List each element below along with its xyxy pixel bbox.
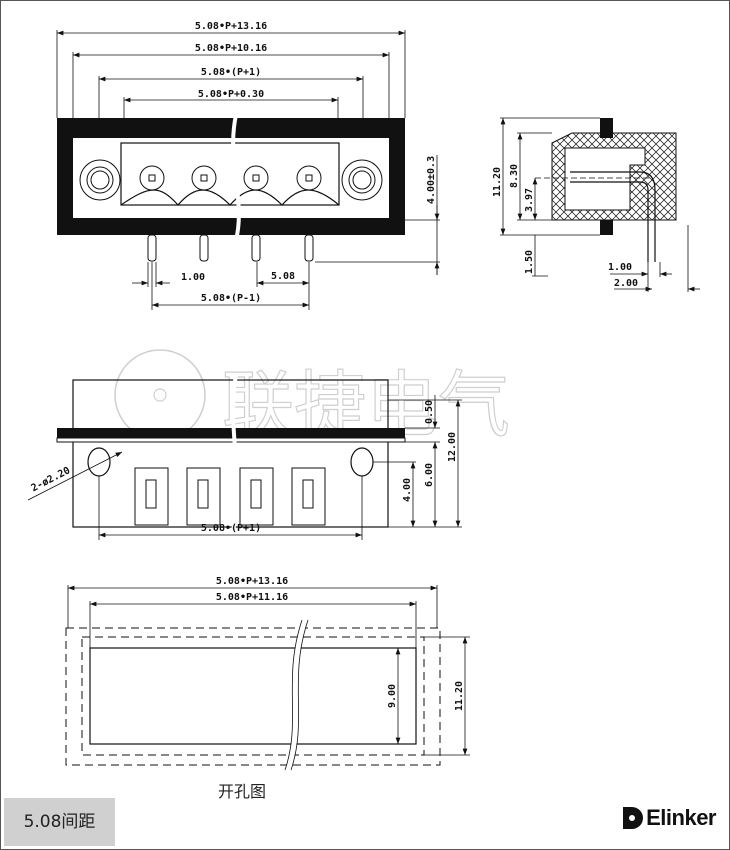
dim-pin-width: 1.00 [181,272,205,283]
svg-text:9.00: 9.00 [387,684,398,708]
side-view: 11.20 8.30 3.97 1.50 1.00 2.00 [492,117,700,292]
svg-text:2-ø2.20: 2-ø2.20 [30,465,73,494]
svg-text:4.00: 4.00 [402,478,413,502]
pitch-label: 5.08间距 [4,798,115,846]
svg-text:1.00: 1.00 [608,262,632,273]
brand-name: Elinker [646,805,716,830]
svg-text:5.08•P+13.16: 5.08•P+13.16 [216,576,288,587]
svg-text:0.50: 0.50 [424,400,435,424]
dim-pin-length: 4.00±0.3 [426,156,437,204]
svg-text:5.08•(P+1): 5.08•(P+1) [201,523,261,534]
dim-pins-span: 5.08•(P-1) [201,293,261,304]
cutout-view: 5.08•P+13.16 5.08•P+11.16 9.00 11.20 [65,576,470,771]
svg-text:1.50: 1.50 [524,250,535,274]
top-view: 5.08•P+13.16 5.08•P+10.16 5.08•(P+1) 5.0… [56,21,440,310]
front-view: 12.00 0.50 6.00 4.00 5.08•(P+1) 2-ø2.20 [27,374,462,540]
dim-overall: 5.08•P+13.16 [195,21,267,32]
svg-text:12.00: 12.00 [447,432,458,462]
svg-text:2.00: 2.00 [614,278,638,289]
svg-text:6.00: 6.00 [424,463,435,487]
svg-text:8.30: 8.30 [509,164,520,188]
svg-text:11.20: 11.20 [454,681,465,711]
dim-body: 5.08•P+0.30 [198,89,264,100]
dim-holes: 5.08•(P+1) [201,67,261,78]
cutout-caption: 开孔图 [218,782,267,801]
logo-mark-icon [623,807,644,829]
dim-flange: 5.08•P+10.16 [195,43,267,54]
svg-text:11.20: 11.20 [492,167,503,197]
dim-pitch: 5.08 [271,271,295,282]
brand-logo: Elinker [623,805,716,831]
svg-text:3.97: 3.97 [524,188,535,212]
svg-text:5.08•P+11.16: 5.08•P+11.16 [216,592,288,603]
